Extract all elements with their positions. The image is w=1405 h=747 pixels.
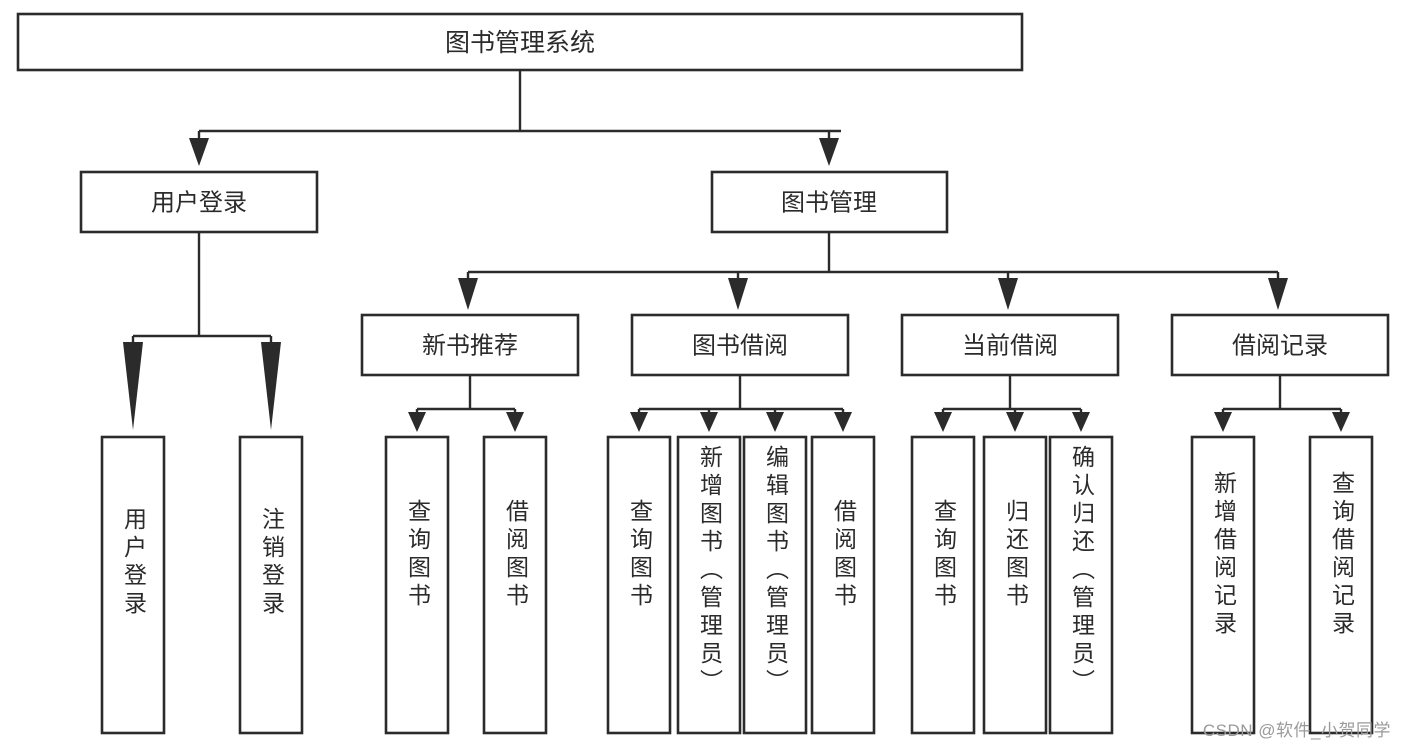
leaf-box-layer: [100, 435, 1374, 735]
arrow-bm-to-current-borrow: [998, 278, 1018, 310]
node-borrow-record[interactable]: 借阅记录: [1170, 313, 1390, 377]
node-book-borrow-box[interactable]: [630, 313, 850, 377]
node-book-borrow[interactable]: 图书借阅: [630, 313, 850, 377]
node-borrow-record-box[interactable]: [1170, 313, 1390, 377]
node-root-box[interactable]: [16, 12, 1024, 72]
leaf-box-user-login[interactable]: [100, 435, 166, 735]
node-current-borrow-label: 当前借阅: [962, 333, 1058, 360]
arrow-bb-leaf1: [630, 412, 648, 432]
node-current-borrow[interactable]: 当前借阅: [900, 313, 1120, 377]
arrow-cb-leaf3: [1072, 412, 1090, 432]
arrow-br-leaf2: [1332, 412, 1350, 432]
leaf-box-query-borrow-record[interactable]: [1308, 435, 1374, 735]
node-book-management[interactable]: 图书管理: [710, 170, 949, 234]
arrow-bm-to-book-borrow: [728, 278, 748, 310]
node-book-borrow-label: 图书借阅: [692, 333, 788, 360]
arrow-user-login-leaf1: [123, 342, 143, 430]
arrow-cb-leaf1: [934, 412, 952, 432]
leaf-box-user-logout[interactable]: [238, 435, 304, 735]
node-current-borrow-box[interactable]: [900, 313, 1120, 377]
node-user-login-label: 用户登录: [151, 190, 247, 217]
node-root[interactable]: 图书管理系统: [16, 12, 1024, 72]
arrow-root-to-book-management: [819, 138, 839, 166]
node-root-label: 图书管理系统: [445, 29, 595, 57]
node-book-management-box[interactable]: [710, 170, 949, 234]
leaf-box-query-book-current[interactable]: [910, 435, 976, 735]
arrow-bb-leaf4: [834, 412, 852, 432]
arrow-bm-to-borrow-record: [1268, 278, 1288, 310]
leaf-box-add-book-admin[interactable]: [676, 435, 742, 735]
arrow-root-to-user-login: [189, 138, 209, 166]
arrow-cb-leaf2: [1006, 412, 1024, 432]
leaf-box-query-book-borrow[interactable]: [606, 435, 672, 735]
node-borrow-record-label: 借阅记录: [1232, 333, 1328, 360]
node-new-book-recommend[interactable]: 新书推荐: [360, 313, 580, 377]
leaf-box-borrow-book-recommend[interactable]: [482, 435, 548, 735]
arrow-nbr-leaf1: [408, 412, 426, 432]
csdn-watermark: CSDN @软件_小贺同学: [1202, 721, 1391, 740]
leaf-box-confirm-return-admin[interactable]: [1048, 435, 1114, 735]
arrow-bb-leaf3: [766, 412, 784, 432]
arrow-user-login-leaf2: [261, 342, 281, 430]
leaf-box-add-borrow-record[interactable]: [1190, 435, 1256, 735]
node-book-management-label: 图书管理: [781, 190, 877, 217]
arrow-bb-leaf2: [700, 412, 718, 432]
node-new-book-recommend-label: 新书推荐: [422, 333, 518, 360]
leaf-box-query-book-recommend[interactable]: [384, 435, 450, 735]
connector-layer: [123, 70, 1350, 432]
node-user-login[interactable]: 用户登录: [79, 170, 319, 234]
arrow-br-leaf1: [1214, 412, 1232, 432]
node-new-book-recommend-box[interactable]: [360, 313, 580, 377]
arrow-nbr-leaf2: [506, 412, 524, 432]
leaf-box-return-book[interactable]: [982, 435, 1048, 735]
leaf-box-borrow-book[interactable]: [810, 435, 876, 735]
arrow-bm-to-new-book-recommend: [458, 278, 478, 310]
leaf-box-edit-book-admin[interactable]: [742, 435, 808, 735]
node-user-login-box[interactable]: [79, 170, 319, 234]
